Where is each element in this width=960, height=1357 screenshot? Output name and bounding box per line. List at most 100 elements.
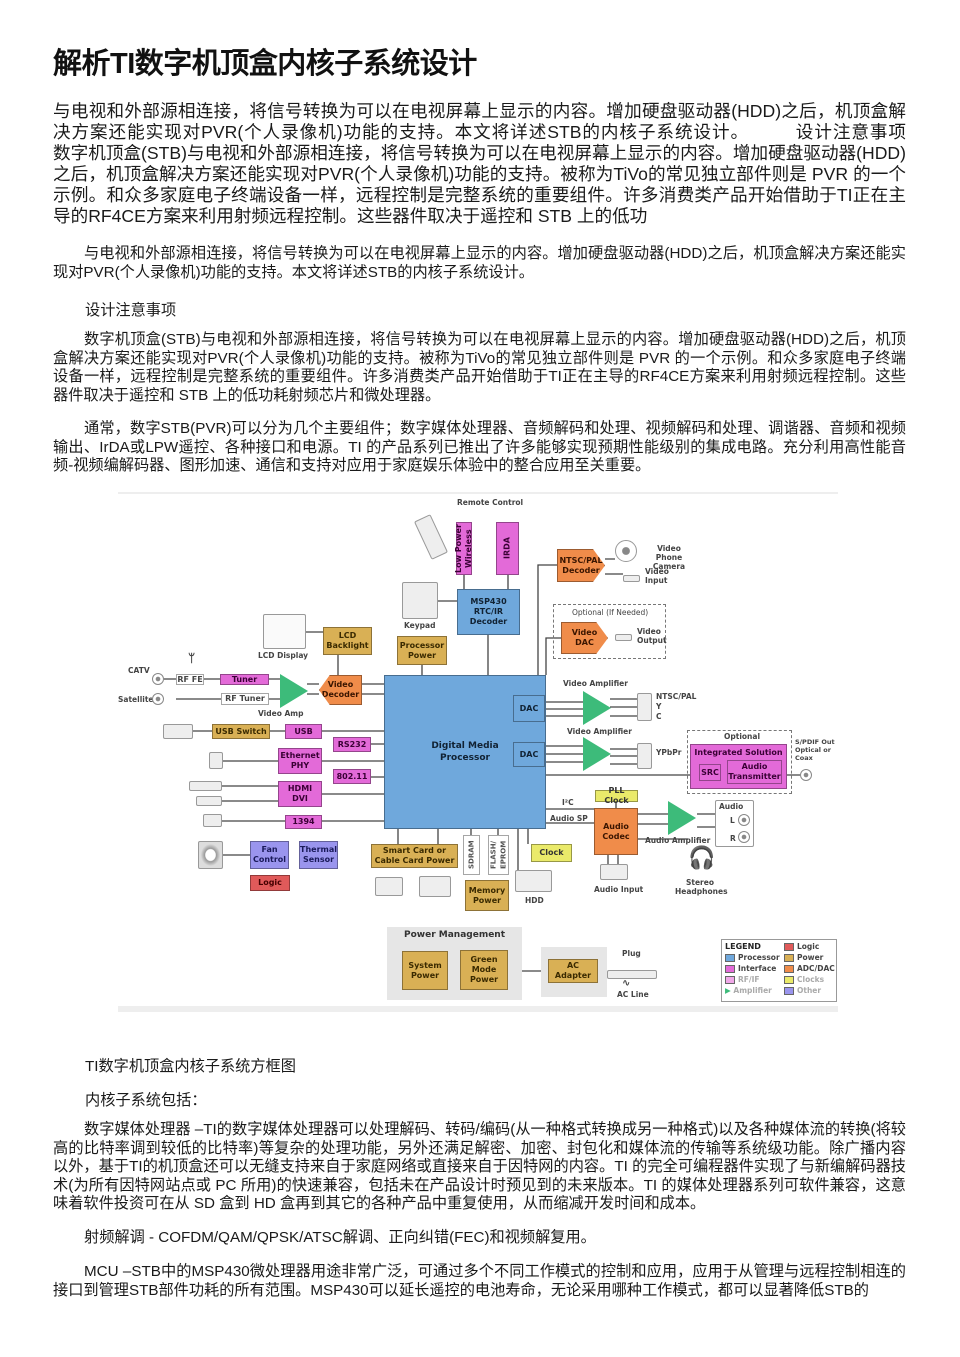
audio-codec-block: Audio Codec (594, 808, 638, 855)
optional-label: Optional (724, 732, 761, 741)
figure-caption: TI数字机顶盒内核子系统方框图 (85, 1058, 296, 1075)
audio-l-jack-icon (738, 814, 750, 826)
audio-transmitter-block: Audio Transmitter (727, 760, 782, 784)
catv-jack-icon (152, 673, 164, 685)
video-amplifier-label-2: Video Amplifier (567, 727, 632, 736)
video-output-label: Video Output (637, 627, 667, 645)
firewire-port-icon (203, 814, 222, 827)
legend-label: Processor (738, 953, 780, 962)
lead-paragraph: 与电视和外部源相连接，将信号转换为可以在电视屏幕上显示的内容。增加硬盘驱动器(H… (53, 101, 959, 226)
legend-item-amplifier: ▶ Amplifier (725, 986, 772, 996)
page-title: 解析TI数字机顶盒内核子系统设计 (53, 48, 477, 80)
processor-power-block: Processor Power (397, 636, 447, 665)
spdif-label: S/PDIF Out Optical or Coax (795, 738, 835, 762)
src-block: SRC (699, 764, 721, 781)
catv-label: CATV (128, 666, 150, 675)
legend-label: Clocks (797, 975, 825, 984)
composite-connectors-icon (637, 693, 652, 721)
ieee1394-block: 1394 (285, 815, 322, 829)
paragraph-media-processor: 数字媒体处理器 –TI的数字媒体处理器可以处理解码、转码/编码(从一种格式转换成… (53, 1121, 906, 1213)
irda-block: IRDA (496, 522, 519, 575)
rf-tuner-block: RF Tuner (221, 693, 269, 705)
ntsc-pal-label: NTSC/PAL (656, 692, 697, 701)
legend-swatch (725, 976, 735, 984)
flash-eprom-block: FLASH/ EPROM (488, 835, 509, 875)
lcd-display-label: LCD Display (258, 651, 309, 660)
audio-l-label: L (730, 816, 735, 825)
usb-switch-block: USB Switch (212, 724, 270, 739)
smart-card-icon (375, 877, 403, 896)
cable-card-icon (419, 876, 451, 897)
legend-item-clocks: Clocks (784, 975, 824, 985)
antenna-icon: ᛘ (188, 651, 196, 665)
hdd-icon (515, 870, 552, 892)
ethernet-phy-block: Ethernet PHY (278, 748, 322, 774)
legend-box: LEGEND Processor Interface RF/IF ▶ Ampli… (721, 939, 837, 1002)
c-label: C (656, 712, 662, 721)
video-amplifier-triangle-icon-1 (583, 691, 611, 725)
memory-power-block: Memory Power (465, 880, 509, 911)
plug-label: Plug (622, 949, 641, 958)
optional-integrated-group (687, 730, 792, 794)
rf-fe-block: RF FE (176, 674, 204, 685)
dvi-port-icon (189, 781, 222, 791)
block-diagram: Remote Control Low Power Wireless IRDA M… (118, 492, 838, 1012)
paragraph-mcu: MCU –STB中的MSP430微处理器用途非常广泛，可通过多个不同工作模式的控… (53, 1263, 906, 1299)
video-output-connector-icon (615, 634, 632, 641)
legend-swatch (784, 987, 794, 995)
pll-clock-block: PLL Clock (595, 786, 638, 805)
lcd-backlight-block: LCD Backlight (323, 627, 372, 655)
legend-label: Power (797, 953, 824, 962)
hdmi-dvi-block: HDMI DVI (278, 781, 322, 807)
legend-item-rfif: RF/IF (725, 975, 760, 985)
fan-control-block: Fan Control (250, 841, 289, 869)
hdmi-port-icon (196, 796, 222, 806)
sdram-block: SDRAM (463, 835, 480, 875)
rs232-block: RS232 (333, 737, 371, 752)
lcd-display-icon (263, 614, 306, 649)
legend-item-other: Other (784, 986, 821, 996)
ntsc-pal-decoder-block: NTSC/PAL Decoder (557, 549, 605, 582)
fan-icon (198, 841, 223, 869)
hdd-label: HDD (525, 896, 544, 905)
clock-block: Clock (531, 844, 572, 862)
smart-card-power-block: Smart Card or Cable Card Power (371, 844, 458, 868)
audio-input-connector-icon (600, 864, 628, 880)
usb-block: USB (285, 724, 322, 739)
legend-label: Logic (797, 942, 820, 951)
audio-label: Audio (719, 802, 744, 811)
amplifier-triangle-icon: ▶ (725, 986, 734, 995)
video-input-label: Video Input (645, 567, 669, 585)
legend-label: ADC/DAC (797, 964, 835, 973)
audio-amp-triangle-icon (668, 801, 696, 835)
satellite-label: Satellite (118, 695, 154, 704)
legend-item-power: Power (784, 953, 823, 963)
diagram-connections (164, 558, 800, 972)
legend-swatch (725, 965, 735, 973)
heading-subsystems: 内核子系统包括： (85, 1092, 207, 1109)
dac-block-2: DAC (513, 742, 545, 767)
low-power-wireless-block: Low Power Wireless (454, 522, 473, 575)
video-amp-label: Video Amp (258, 709, 304, 718)
keypad-icon (402, 582, 438, 619)
paragraph-rf-demod: 射频解调 - COFDM/QAM/QPSK/ATSC解调、正向纠错(FEC)和视… (84, 1229, 596, 1246)
dac-block-1: DAC (513, 695, 545, 722)
optional-if-needed-label: Optional (If Needed) (572, 608, 649, 617)
ac-sine-icon: ∿ (622, 978, 631, 989)
video-phone-camera-label: Video Phone Camera (652, 544, 686, 571)
dmp-label: Digital Media Processor (431, 741, 499, 763)
legend-item-logic: Logic (784, 942, 819, 952)
spdif-jack-icon (800, 769, 812, 781)
power-management-label: Power Management (404, 930, 506, 940)
video-amplifier-triangle-icon-2 (583, 737, 611, 771)
ac-line-label: AC Line (617, 990, 649, 999)
satellite-jack-icon (152, 693, 164, 705)
audio-amplifier-label: Audio Amplifier (645, 836, 711, 845)
audio-r-jack-icon (738, 831, 750, 843)
legend-swatch (784, 965, 794, 973)
legend-swatch (784, 943, 794, 951)
legend-swatch (725, 954, 735, 962)
remote-control-label: Remote Control (457, 498, 524, 507)
component-connectors-icon (637, 743, 652, 769)
